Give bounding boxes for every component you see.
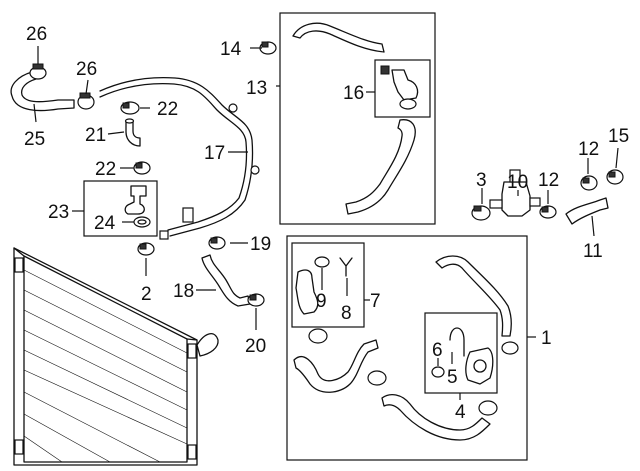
callout-1: 1 xyxy=(541,328,552,349)
callout-12a: 12 xyxy=(538,170,559,191)
part-7-fitting xyxy=(295,269,319,315)
part-15-clamp xyxy=(606,169,624,185)
part-1-lower-hose-b xyxy=(381,393,491,441)
box-group-1 xyxy=(286,235,528,461)
part-20-clamp xyxy=(247,293,265,307)
callout-12b: 12 xyxy=(578,139,599,160)
callout-18: 18 xyxy=(173,281,194,302)
callout-4: 4 xyxy=(455,402,466,423)
part-11-hose xyxy=(565,197,609,225)
part-9-o-ring xyxy=(314,256,330,268)
leader-lines xyxy=(33,46,619,400)
part-5-o-ring xyxy=(431,366,445,378)
callout-labels: 1 2 3 4 5 6 7 8 9 10 11 12 12 13 14 15 1… xyxy=(24,24,629,423)
callout-21: 21 xyxy=(85,125,106,146)
part-4-thermostat-housing xyxy=(465,347,494,385)
callout-8: 8 xyxy=(341,303,352,324)
callout-6: 6 xyxy=(432,340,443,361)
part-23-outlet xyxy=(124,185,147,215)
callout-16: 16 xyxy=(343,83,364,104)
box-group-7 xyxy=(291,242,365,328)
part-26-clamp-a xyxy=(29,63,47,80)
part-2-clamp xyxy=(137,242,155,256)
callout-5: 5 xyxy=(447,367,458,388)
part-12-clamp-a xyxy=(539,205,557,219)
part-10-valve xyxy=(489,169,541,217)
part-16-fitting xyxy=(380,65,419,110)
box-group-4 xyxy=(424,312,498,394)
callout-26a: 26 xyxy=(26,24,47,45)
part-17-pipe xyxy=(99,76,260,240)
callout-7: 7 xyxy=(370,291,381,312)
part-1-clamp-a xyxy=(308,328,328,344)
callout-26b: 26 xyxy=(76,59,97,80)
callout-13: 13 xyxy=(246,78,267,99)
callout-2: 2 xyxy=(141,284,152,305)
part-3-clamp xyxy=(471,205,491,221)
part-18-hose xyxy=(201,254,251,307)
callout-22a: 22 xyxy=(157,99,178,120)
part-22-clamp-b xyxy=(133,161,151,175)
part-1-clamp-b xyxy=(367,370,387,386)
callout-11: 11 xyxy=(583,241,603,262)
part-21-hose xyxy=(124,118,141,147)
part-22-clamp-a xyxy=(120,101,140,115)
box-group-16 xyxy=(374,59,431,118)
callout-22b: 22 xyxy=(95,159,116,180)
callout-15: 15 xyxy=(608,126,629,147)
part-12-clamp-b xyxy=(580,175,598,191)
callout-17: 17 xyxy=(204,143,225,164)
part-14-clamp xyxy=(259,41,277,55)
box-group-23 xyxy=(83,180,158,237)
part-13-upper-hose xyxy=(292,22,385,53)
part-19-clamp xyxy=(208,236,226,250)
callout-3: 3 xyxy=(476,170,487,191)
part-25-hose xyxy=(10,71,75,112)
part-26-clamp-b xyxy=(77,92,95,110)
callout-24: 24 xyxy=(94,213,116,234)
callout-20: 20 xyxy=(245,336,266,357)
callout-10: 10 xyxy=(507,172,528,193)
callout-9: 9 xyxy=(316,291,327,312)
radiator xyxy=(13,247,219,466)
callout-14: 14 xyxy=(220,39,242,60)
part-8-clip xyxy=(339,257,353,277)
part-1-clamp-d xyxy=(501,341,519,355)
callout-19: 19 xyxy=(250,234,271,255)
part-1-lower-hose-a xyxy=(293,339,379,393)
callout-25: 25 xyxy=(24,129,45,150)
part-6-clip xyxy=(449,327,465,357)
part-24-o-ring xyxy=(133,216,151,228)
box-group-13 xyxy=(279,12,436,225)
part-1-clamp-c xyxy=(478,400,498,416)
callout-23: 23 xyxy=(48,202,69,223)
part-13-lower-hose xyxy=(345,119,416,215)
part-1-pipe xyxy=(435,255,512,337)
